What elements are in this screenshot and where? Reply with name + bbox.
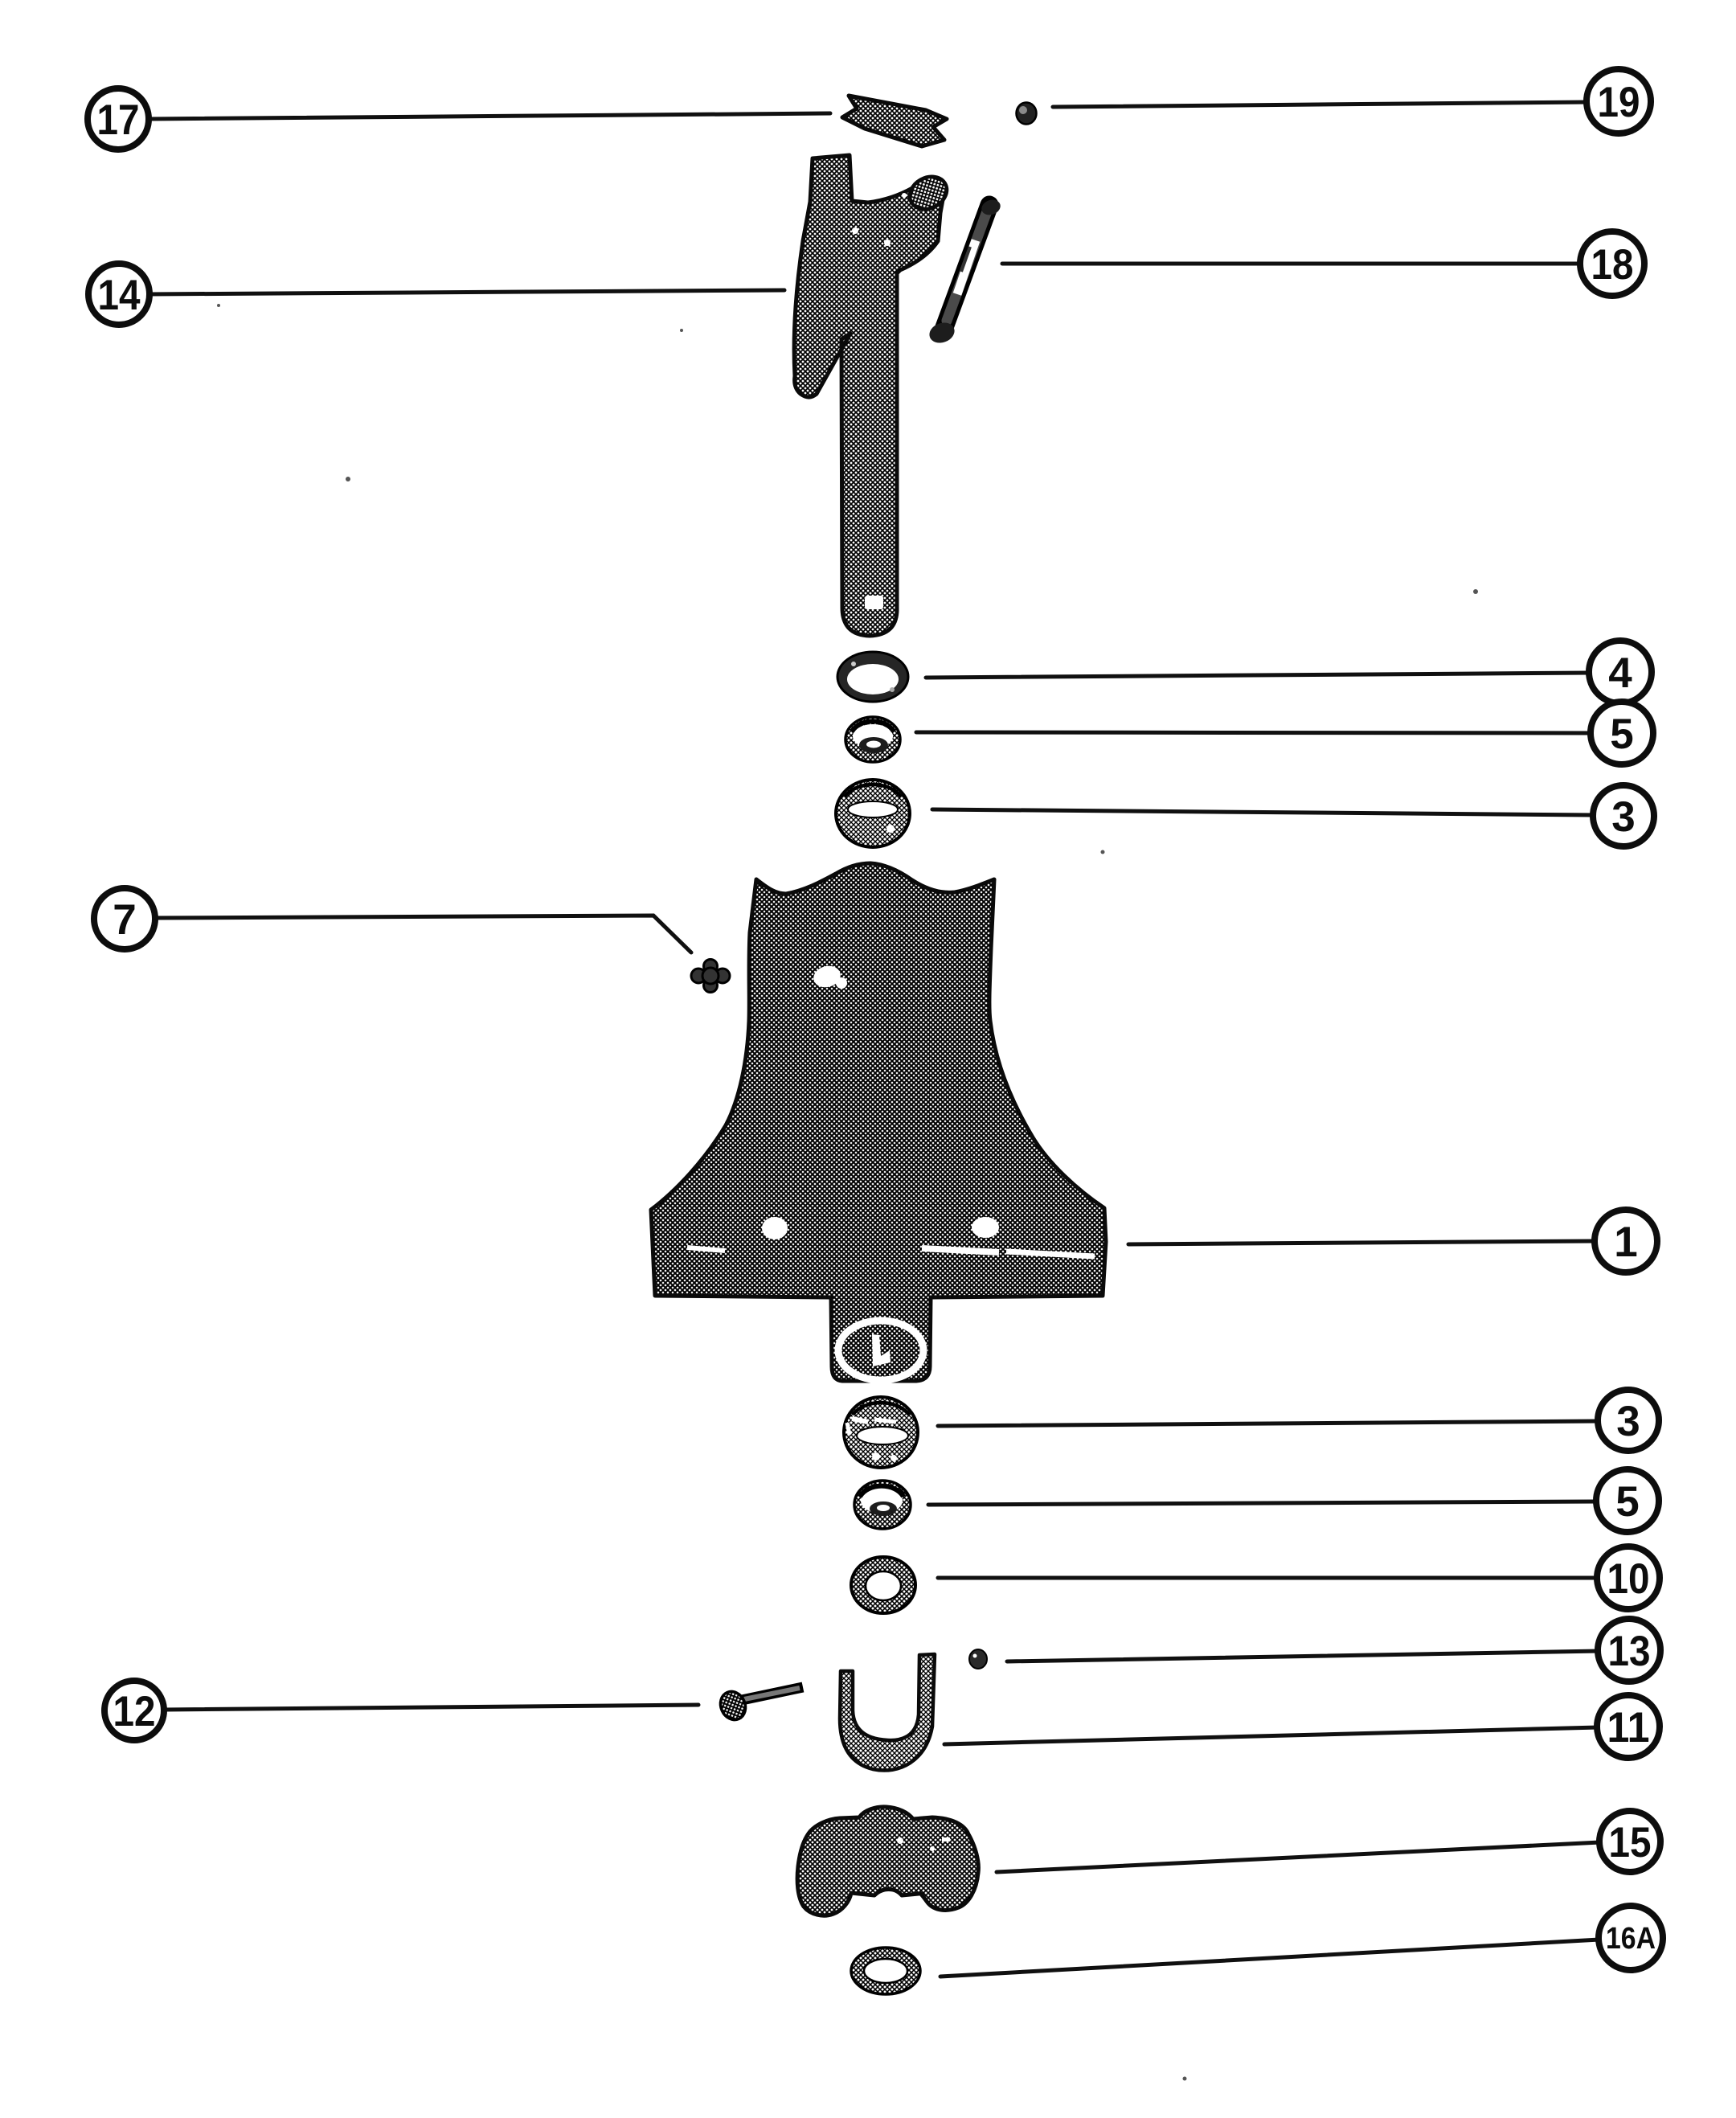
svg-text:1: 1	[1614, 1219, 1637, 1266]
svg-text:17: 17	[97, 96, 140, 144]
svg-text:13: 13	[1608, 1628, 1651, 1675]
svg-text:16A: 16A	[1606, 1922, 1656, 1956]
svg-text:5: 5	[1610, 711, 1633, 758]
svg-text:14: 14	[98, 272, 141, 319]
svg-text:18: 18	[1591, 241, 1634, 289]
svg-text:4: 4	[1608, 649, 1632, 697]
svg-text:10: 10	[1607, 1555, 1650, 1603]
svg-text:3: 3	[1616, 1398, 1640, 1445]
svg-text:15: 15	[1609, 1819, 1652, 1866]
svg-text:3: 3	[1611, 793, 1635, 841]
svg-text:5: 5	[1615, 1478, 1639, 1526]
svg-text:12: 12	[113, 1688, 156, 1735]
svg-text:7: 7	[113, 896, 136, 944]
svg-text:19: 19	[1598, 79, 1640, 126]
svg-text:11: 11	[1607, 1704, 1650, 1751]
